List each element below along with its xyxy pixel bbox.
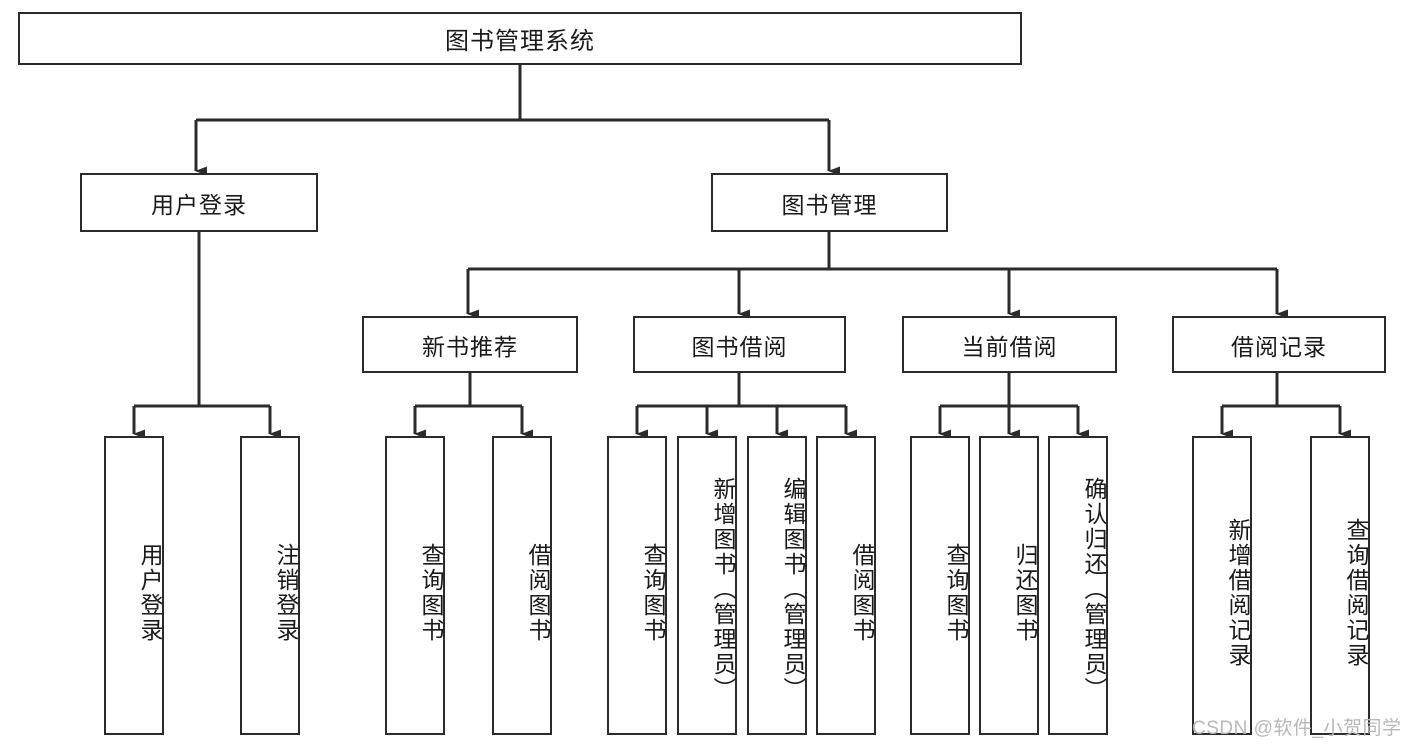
node-borrow-records[interactable]: 借阅记录 [1172,316,1386,373]
leaf-query-books-recommend[interactable]: 查询图书 [385,436,445,735]
leaf-query-borrow-record[interactable]: 查询借阅记录 [1310,436,1370,735]
node-root[interactable]: 图书管理系统 [18,12,1022,65]
node-new-book-recommend[interactable]: 新书推荐 [362,316,578,373]
leaf-user-login[interactable]: 用户登录 [104,436,164,735]
node-user-login[interactable]: 用户登录 [80,173,318,232]
leaf-add-borrow-record[interactable]: 新增借阅记录 [1192,436,1252,735]
leaf-borrow-books-recommend[interactable]: 借阅图书 [492,436,552,735]
leaf-query-books-current[interactable]: 查询图书 [910,436,970,735]
leaf-query-books-borrow[interactable]: 查询图书 [607,436,667,735]
leaf-edit-book-admin[interactable]: 编辑图书（管理员） [747,436,807,735]
leaf-return-book[interactable]: 归还图书 [979,436,1039,735]
node-current-borrow[interactable]: 当前借阅 [902,316,1117,373]
leaf-borrow-book[interactable]: 借阅图书 [816,436,876,735]
leaf-user-logout[interactable]: 注销登录 [240,436,300,735]
node-book-management[interactable]: 图书管理 [711,173,948,232]
leaf-add-book-admin[interactable]: 新增图书（管理员） [677,436,737,735]
csdn-watermark: CSDN @软件_小贺同学 [1192,718,1402,739]
node-book-borrow[interactable]: 图书借阅 [633,316,846,373]
leaf-confirm-return-admin[interactable]: 确认归还（管理员） [1048,436,1108,735]
